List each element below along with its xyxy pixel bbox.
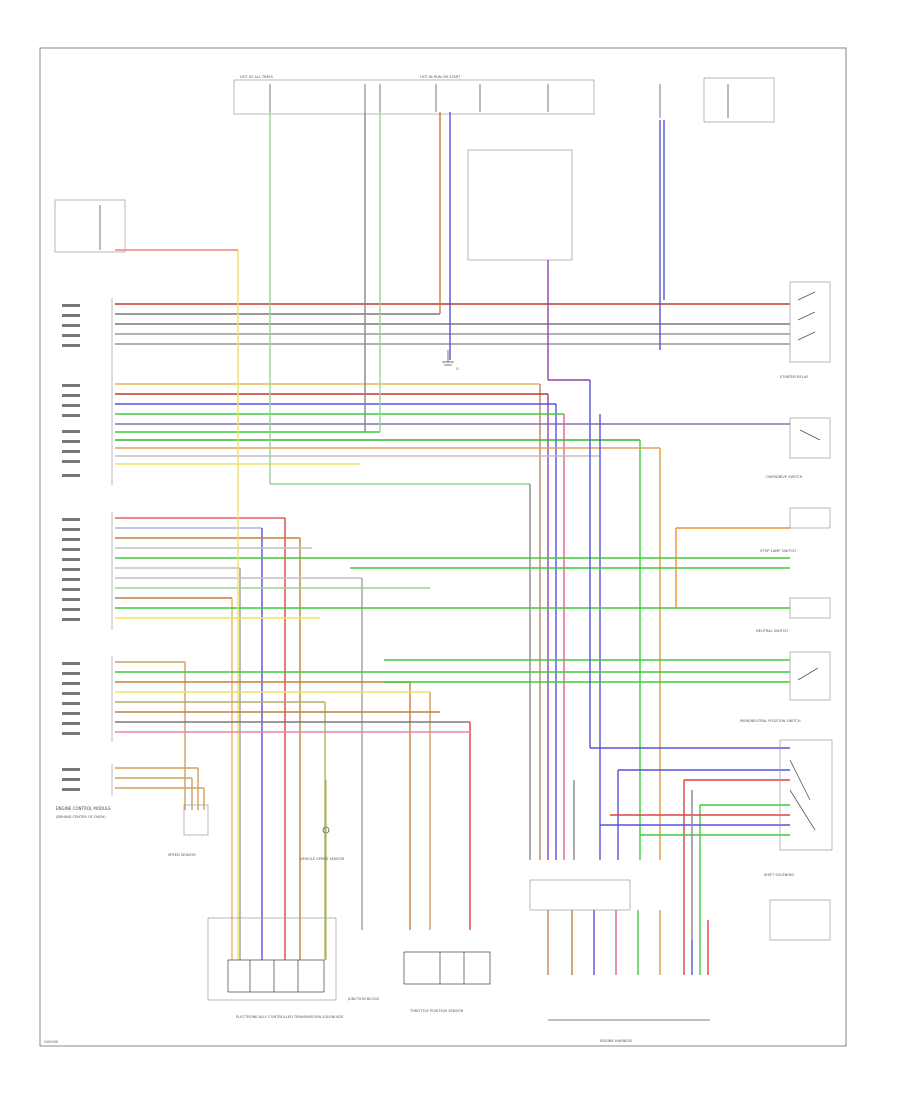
wires-group-5 bbox=[115, 767, 205, 810]
ecm-sub: (BEHIND CENTER OF DASH) bbox=[56, 815, 106, 819]
ecm-label: ENGINE CONTROL MODULE bbox=[56, 806, 111, 811]
wires-group-2 bbox=[115, 112, 790, 860]
starter-relay-label: STARTER RELAY bbox=[780, 375, 809, 379]
overdrive-switch-label: OVERDRIVE SWITCH bbox=[766, 475, 803, 479]
bottom-components: ELECTRONICALLY CONTROLLED TRANSMISSION S… bbox=[168, 780, 710, 1043]
page-code: G00000 bbox=[44, 1040, 59, 1044]
speed-sensor-label: SPEED SENSOR bbox=[168, 853, 196, 857]
wires-group-1 bbox=[115, 112, 790, 350]
wires-group-4 bbox=[115, 659, 790, 960]
ground-label: G bbox=[456, 367, 459, 371]
engine-harness-label: ENGINE HARNESS bbox=[600, 1039, 633, 1043]
stop-lamp-label: STOP LAMP SWITCH bbox=[760, 549, 796, 553]
diagram-frame bbox=[39, 47, 847, 1047]
fuse-label-1: HOT AT ALL TIMES bbox=[240, 75, 274, 79]
neutral-switch-label: NEUTRAL SWITCH bbox=[756, 629, 788, 633]
fuse-label-2: HOT IN RUN OR START bbox=[420, 75, 461, 79]
wires-group-3 bbox=[115, 249, 790, 960]
vss-label: VEHICLE SPEED SENSOR bbox=[300, 857, 345, 861]
right-components: STARTER RELAY OVERDRIVE SWITCH STOP LAMP… bbox=[740, 281, 833, 941]
ecm-pin-labels bbox=[62, 304, 80, 791]
right-wires bbox=[449, 112, 790, 940]
shift-solenoid-label: SHIFT SOLENOID bbox=[764, 873, 794, 877]
throttle-label: THROTTLE POSITION SENSOR bbox=[409, 1009, 464, 1013]
fuse-block-top: HOT AT ALL TIMES HOT IN RUN OR START bbox=[233, 75, 775, 261]
park-neutral-label: PARK/NEUTRAL POSITION SWITCH bbox=[740, 719, 801, 723]
ecm-connector: ENGINE CONTROL MODULE (BEHIND CENTER OF … bbox=[54, 199, 126, 819]
bottom-drops bbox=[547, 910, 709, 975]
junction-label: JUNCTION BLOCK bbox=[347, 997, 379, 1001]
solenoids-label: ELECTRONICALLY CONTROLLED TRANSMISSION S… bbox=[236, 1015, 344, 1019]
ground-symbol: G bbox=[442, 350, 459, 371]
